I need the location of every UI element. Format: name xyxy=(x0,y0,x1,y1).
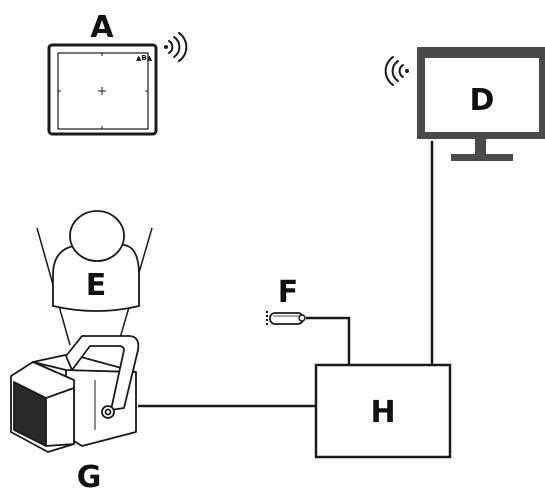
wire-switch-to-hub xyxy=(306,316,351,365)
label-f: F xyxy=(278,275,299,310)
label-d: D xyxy=(470,83,495,118)
patient-head xyxy=(69,210,125,262)
detector-panel: ▲B▲ A xyxy=(47,10,188,136)
plus-crosshair-icon xyxy=(98,87,106,95)
detector-active-area xyxy=(57,52,149,130)
generator-knob-inner xyxy=(104,408,112,416)
control-unit: H xyxy=(314,363,452,459)
patient: E xyxy=(36,210,153,346)
detector-corner-marking: ▲B▲ xyxy=(136,54,153,62)
detector-edge-ticks xyxy=(58,53,148,129)
wireless-signal-icon xyxy=(164,32,188,62)
switch-end-cap xyxy=(298,314,306,322)
xray-generator: G xyxy=(10,335,140,491)
label-a: A xyxy=(90,10,114,45)
label-h: H xyxy=(370,395,395,430)
connection-wires xyxy=(138,141,434,408)
control-unit-box xyxy=(314,363,452,459)
monitor-base xyxy=(451,154,513,161)
hand-switch: F xyxy=(266,275,306,327)
monitor-screen xyxy=(425,58,539,132)
generator-body-top xyxy=(32,353,137,373)
monitor: D xyxy=(384,47,545,161)
label-g: G xyxy=(77,460,102,491)
label-e: E xyxy=(86,268,107,303)
generator-front-bevel xyxy=(45,387,75,447)
patient-shoulders xyxy=(52,244,140,312)
switch-body xyxy=(269,312,304,325)
wireless-signal-icon xyxy=(384,56,409,86)
monitor-neck xyxy=(475,139,486,155)
